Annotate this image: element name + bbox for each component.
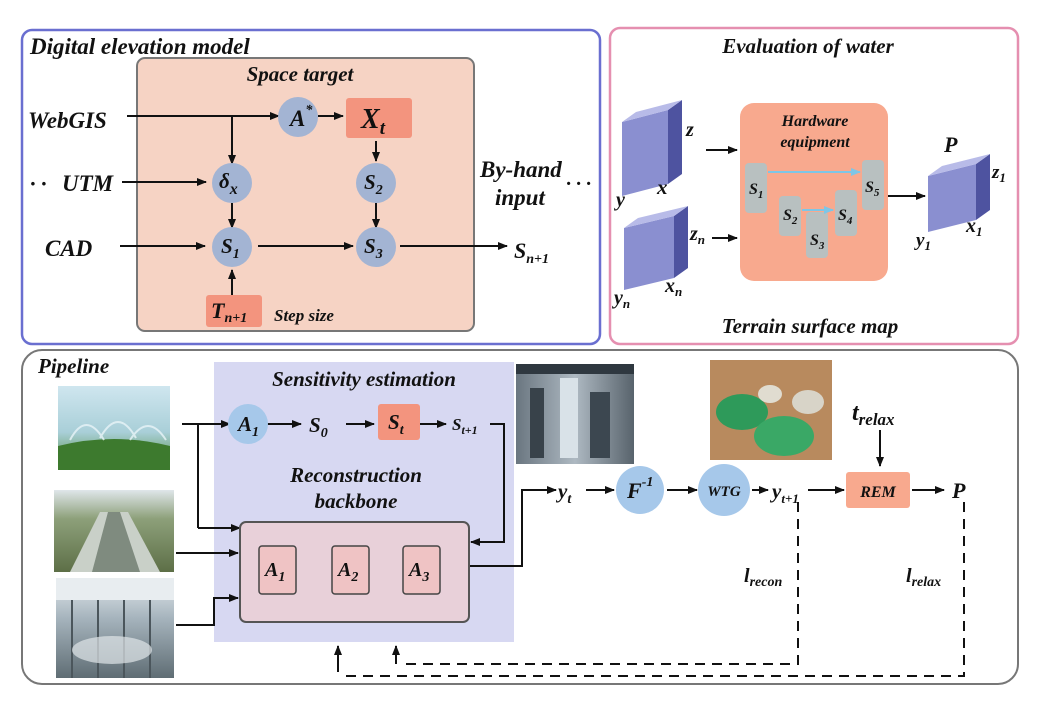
trailing-dots: · · · bbox=[566, 173, 591, 195]
hardware-label-1: Hardware bbox=[781, 113, 849, 130]
node-rem bbox=[846, 472, 910, 508]
node-wtg-label: WTG bbox=[707, 484, 741, 500]
output-z1-label: z1 bbox=[991, 162, 1006, 185]
sensitivity-label: Sensitivity estimation bbox=[272, 367, 456, 391]
cube2-z-label: zn bbox=[689, 223, 705, 247]
irrigation-photo bbox=[58, 386, 170, 470]
hw-node-s5 bbox=[862, 160, 884, 210]
dem-panel-title: Digital elevation model bbox=[29, 34, 250, 59]
block-a3-label: A3 bbox=[407, 559, 429, 585]
node-s3-label: S3 bbox=[364, 234, 383, 262]
cube1-z-label: z bbox=[685, 119, 694, 141]
node-s3 bbox=[356, 227, 396, 267]
node-delta-x-label: δx bbox=[219, 169, 238, 198]
hw-node-s3 bbox=[806, 212, 828, 258]
node-s-n1-label: Sn+1 bbox=[514, 238, 549, 267]
node-rem-label: REM bbox=[859, 484, 896, 501]
terrain-surface-map-label: Terrain surface map bbox=[722, 314, 899, 338]
dem-connectors bbox=[120, 112, 508, 295]
cube1-x-label: x bbox=[656, 175, 668, 199]
output-x1-label: x1 bbox=[965, 215, 983, 239]
node-s1-label: S1 bbox=[221, 234, 240, 262]
block-a1 bbox=[258, 545, 297, 595]
hw-s4-label: S4 bbox=[838, 207, 853, 227]
evaluation-title: Evaluation of water bbox=[721, 34, 894, 58]
node-f-inverse-label: F-1 bbox=[626, 475, 653, 503]
industrial-equipment-photo bbox=[516, 364, 634, 464]
hw-node-s4 bbox=[835, 190, 857, 236]
hw-internal-connectors bbox=[768, 168, 861, 214]
hw-s2-label: S2 bbox=[783, 207, 798, 227]
hw-node-s1 bbox=[745, 163, 767, 213]
feedback-arrows bbox=[334, 645, 400, 672]
node-t-n1-label: Tn+1 bbox=[211, 298, 247, 326]
node-st1-label: St+1 bbox=[452, 415, 478, 437]
eval-connectors bbox=[706, 146, 926, 242]
node-p-label: P bbox=[951, 478, 966, 503]
input-cube-1 bbox=[622, 100, 682, 196]
node-x-t-label: Xt bbox=[360, 104, 386, 139]
node-yt1-label: yt+1 bbox=[769, 479, 799, 506]
node-wtg bbox=[698, 464, 750, 516]
treatment-channel-photo bbox=[54, 490, 174, 572]
cube2-x-label: xn bbox=[664, 275, 682, 299]
input-cube-2 bbox=[624, 206, 688, 290]
node-x-t bbox=[346, 98, 412, 138]
node-a-star-label: A* bbox=[288, 103, 313, 131]
node-st-label: St bbox=[388, 410, 405, 438]
block-a1-label: A1 bbox=[263, 559, 285, 585]
by-hand-label-1: By-hand bbox=[479, 157, 562, 182]
node-s2 bbox=[356, 163, 396, 203]
node-a1-label: A1 bbox=[236, 412, 259, 440]
reconstruction-label-1: Reconstruction bbox=[289, 463, 422, 487]
node-a-star bbox=[278, 97, 318, 137]
input-ellipsis: · · bbox=[30, 171, 47, 196]
node-yt-label: yt bbox=[555, 479, 572, 507]
cube1-y-label: y bbox=[614, 189, 625, 211]
t-relax-label: trelax bbox=[852, 400, 895, 429]
node-st bbox=[378, 404, 420, 440]
space-target-label: Space target bbox=[247, 62, 355, 86]
node-delta-x bbox=[212, 163, 252, 203]
aeration-tank-photo bbox=[56, 578, 174, 678]
l-recon-label: lrecon bbox=[744, 565, 782, 590]
block-a2 bbox=[331, 545, 370, 595]
block-a3 bbox=[402, 545, 441, 595]
node-s1 bbox=[212, 227, 252, 267]
loss-feedback-lines bbox=[340, 502, 965, 677]
node-s2-label: S2 bbox=[364, 170, 383, 198]
l-relax-label: lrelax bbox=[906, 565, 941, 590]
input-cad: CAD bbox=[45, 236, 93, 261]
node-a1 bbox=[228, 404, 268, 444]
pipeline-title: Pipeline bbox=[37, 354, 109, 378]
hardware-label-2: equipment bbox=[780, 134, 850, 151]
block-a2-label: A2 bbox=[336, 559, 358, 585]
step-size-label: Step size bbox=[274, 306, 334, 325]
hardware-equipment-box bbox=[740, 103, 888, 281]
reconstruction-label-2: backbone bbox=[315, 489, 398, 513]
aerial-plant-photo bbox=[710, 360, 832, 460]
cube2-y-label: yn bbox=[612, 287, 630, 311]
output-p-label: P bbox=[943, 132, 958, 157]
input-utm: UTM bbox=[62, 171, 115, 196]
hw-s1-label: S1 bbox=[749, 181, 763, 201]
node-s0-label: S0 bbox=[309, 413, 328, 441]
by-hand-label-2: input bbox=[495, 185, 545, 210]
node-f-inverse bbox=[616, 466, 664, 514]
hw-node-s2 bbox=[779, 196, 801, 236]
node-t-n1 bbox=[206, 295, 262, 327]
hw-s3-label: S3 bbox=[810, 232, 825, 252]
output-cube bbox=[928, 154, 990, 232]
output-y1-label: y1 bbox=[914, 230, 931, 253]
hw-s5-label: S5 bbox=[865, 179, 880, 199]
input-webgis: WebGIS bbox=[28, 108, 107, 133]
